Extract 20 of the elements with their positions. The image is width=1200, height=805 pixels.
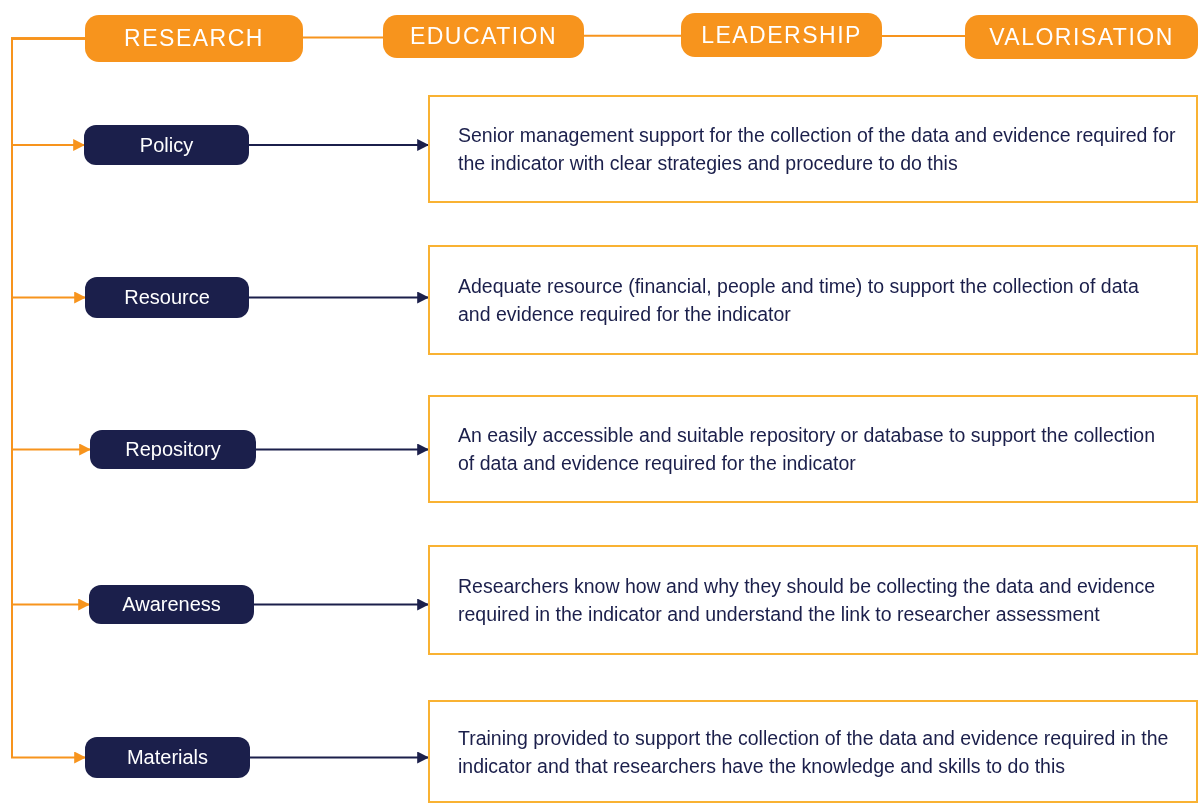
factor-pill: Repository [90,430,256,469]
description-box: Adequate resource (financial, people and time) to support the collection of data and evidence required for the indicator [428,245,1198,355]
factor-pill: Awareness [89,585,254,624]
category-pill: EDUCATION [383,15,584,58]
arrow [249,751,430,764]
arrow [253,598,430,611]
description-box: An easily accessible and suitable repository or database to support the collection of data and evidence required for the indicator [428,395,1198,503]
description-box: Researchers know how and why they should be collecting the data and evidence required in the indicator and understand the link to researcher assessment [428,545,1198,655]
factor-pill: Materials [85,737,250,778]
arrow [248,291,430,304]
category-pill: VALORISATION [965,15,1198,59]
description-box: Training provided to support the collection of the data and evidence required in the indicator and that researchers have the knowledge and skills to do this [428,700,1198,803]
arrow [248,139,430,151]
arrow [11,37,87,764]
factor-pill: Resource [85,277,249,318]
category-pill: RESEARCH [85,15,303,62]
arrow [255,443,430,456]
category-pill: LEADERSHIP [681,13,882,57]
factor-pill: Policy [84,125,249,165]
description-box: Senior management support for the collection of the data and evidence required for the indicator with clear strategies and procedure to do this [428,95,1198,203]
